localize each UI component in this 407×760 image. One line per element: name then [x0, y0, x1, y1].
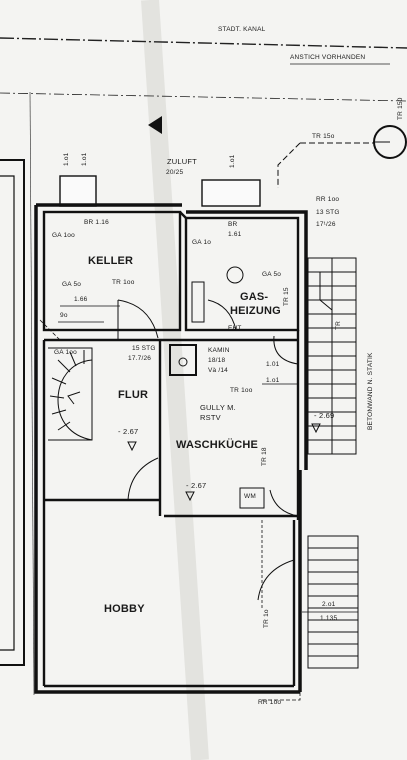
flur-ga: GA 1oo [54, 349, 77, 356]
light-wells [59, 175, 261, 207]
outside-stair [307, 535, 359, 669]
wk-dim-101a: 1.01 [266, 361, 280, 368]
rr-stair: RR 1oo [316, 196, 340, 203]
hobby-tr: TR 1o [263, 609, 270, 628]
anstich-label: ANSTICH VORHANDEN [290, 54, 366, 61]
keller-name: KELLER [88, 255, 134, 267]
right-stair [307, 257, 357, 455]
wk-dim-101b: 1.o1 [266, 377, 280, 384]
heizung-ga-1: GA 1o [192, 239, 212, 246]
tr-side-label: TR 150 [397, 97, 404, 120]
mark-101b: 1.o1 [81, 152, 88, 166]
wk-tr-18: TR 18 [261, 447, 268, 466]
wk-gully-1: GULLY M. [200, 403, 236, 412]
door-swings [117, 299, 299, 601]
keller-ga-bottom: GA 5o [62, 281, 82, 288]
heizung-dim-161: 1.61 [228, 231, 242, 238]
kamin-label: KAMIN [208, 347, 230, 354]
zuluft-label: ZULUFT [167, 157, 197, 166]
mark-101a: 1.o1 [63, 152, 70, 166]
wk-gully-2: RSTV [200, 413, 221, 422]
flur-stg: 15 STG [132, 345, 156, 352]
section-arrow [148, 116, 162, 134]
neighbour-wall [0, 159, 25, 666]
bottom-rr: RR 1oo [258, 699, 282, 706]
heizung-eht: EHT [228, 325, 242, 332]
stadt-kanal-label: STADT. KANAL [218, 26, 266, 33]
flur-level: - 2.67 [118, 427, 139, 436]
spiral-stair [48, 347, 93, 441]
keller-br: BR 1.16 [84, 219, 109, 226]
hobby-dim-1135: 1.135 [320, 615, 338, 622]
stair-ratio: 17¹/26 [316, 221, 336, 228]
stair-stg: 13 STG [316, 209, 340, 216]
mark-101c: 1.o1 [229, 154, 236, 168]
keller-ga-top: GA 1oo [52, 232, 75, 239]
keller-dim-90: 9o [60, 312, 68, 319]
tr-top-label: TR 15o [312, 133, 335, 140]
wm-label: WM [244, 493, 256, 500]
hobby-name: HOBBY [104, 603, 145, 615]
dimension-lines [58, 305, 358, 613]
level-markers [127, 423, 321, 502]
inner-walls [42, 210, 300, 688]
wk-level: - 2.67 [186, 481, 207, 490]
kamin-size-1: 18/18 [208, 357, 226, 364]
heating-unit [169, 266, 265, 509]
waschkueche-name: WASCHKÜCHE [176, 439, 259, 451]
drain-lines [39, 319, 301, 701]
hobby-dim-201: 2.o1 [322, 601, 336, 608]
heizung-name-2: HEIZUNG [230, 305, 281, 317]
heizung-name-1: GAS- [240, 291, 269, 303]
betonwand-label: BETONWAND N. STATIK [367, 352, 374, 430]
flur-name: FLUR [118, 389, 149, 401]
outer-walls [34, 203, 308, 694]
zuluft-size: 20/25 [166, 169, 184, 176]
keller-tr: TR 1oo [112, 279, 135, 286]
inspection-shaft [277, 125, 407, 188]
heizung-br: BR [228, 221, 238, 228]
heizung-tr: TR 15 [283, 287, 290, 306]
stair-level: - 2.69 [314, 411, 335, 420]
stair-tr: TR [335, 320, 342, 330]
kamin-size-2: Và /14 [208, 367, 228, 374]
flur-ratio: 17.7/26 [128, 355, 152, 362]
wk-tr-100: TR 1oo [230, 387, 253, 394]
heizung-ga-5: GA 5o [262, 271, 282, 278]
keller-dim-166: 1.66 [74, 296, 88, 303]
top-lines [0, 37, 407, 696]
